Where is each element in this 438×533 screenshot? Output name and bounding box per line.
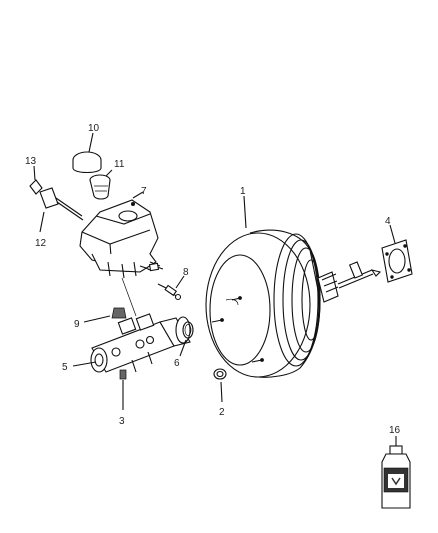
o-ring: 6 bbox=[174, 321, 194, 369]
callout-8: 8 bbox=[183, 267, 189, 278]
reservoir-cap: 10 bbox=[72, 123, 102, 174]
callout-7: 7 bbox=[141, 186, 147, 197]
brake-booster: 1 bbox=[205, 186, 382, 378]
reservoir: 7 bbox=[79, 186, 164, 317]
callout-10: 10 bbox=[88, 123, 100, 134]
callout-1: 1 bbox=[240, 186, 246, 197]
callout-16: 16 bbox=[389, 425, 401, 436]
callout-12: 12 bbox=[35, 238, 47, 249]
clip: 13 bbox=[25, 156, 43, 195]
callout-6: 6 bbox=[174, 358, 180, 369]
master-cylinder: 5 bbox=[62, 313, 191, 373]
grommet: 9 bbox=[74, 307, 127, 330]
level-sensor: 8 bbox=[157, 267, 189, 301]
connector: 12 bbox=[35, 187, 84, 249]
callout-11: 11 bbox=[114, 159, 125, 170]
callout-2: 2 bbox=[219, 407, 225, 418]
callout-3: 3 bbox=[119, 416, 125, 427]
booster-gasket: 4 bbox=[381, 216, 413, 283]
callout-4: 4 bbox=[385, 216, 391, 227]
brake-fluid-bottle: 16 bbox=[381, 425, 411, 509]
fitting: 3 bbox=[119, 369, 127, 427]
callout-13: 13 bbox=[25, 156, 37, 167]
strainer: 11 bbox=[89, 159, 125, 200]
callout-5: 5 bbox=[62, 362, 68, 373]
seal: 2 bbox=[213, 368, 227, 418]
callout-9: 9 bbox=[74, 319, 80, 330]
